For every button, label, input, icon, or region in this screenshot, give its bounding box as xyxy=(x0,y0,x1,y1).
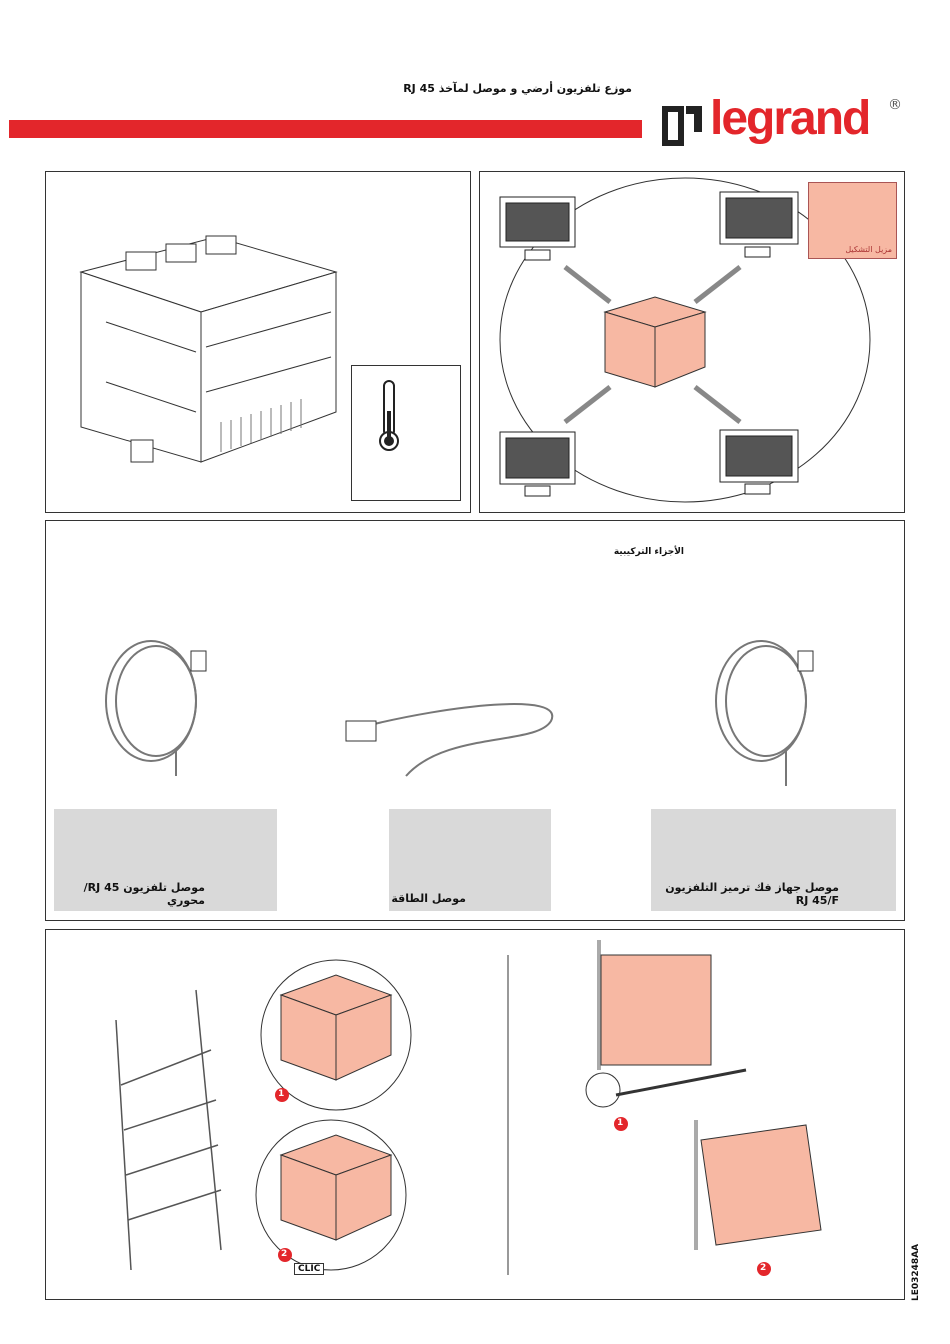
components-panel: الأجزاء التركيبية موصل تلفزيون RJ 45/محو… xyxy=(45,520,905,921)
registered-mark: ® xyxy=(888,97,902,113)
rj45-plug-icon-left xyxy=(191,651,206,671)
step1-number: 1 xyxy=(278,1089,284,1099)
removal-step2-number: 2 xyxy=(760,1263,766,1273)
temperature-box xyxy=(351,365,461,501)
tv-bottom-right xyxy=(720,430,798,494)
clic-label: CLIC xyxy=(294,1263,324,1275)
part-label-decoder: موصل جهاز فك ترميز التلفزيون RJ 45/F xyxy=(651,881,839,907)
power-cable xyxy=(366,704,552,776)
coax-cable-left xyxy=(106,641,196,776)
legrand-symbol-icon xyxy=(658,102,706,152)
step2-number: 2 xyxy=(281,1249,287,1259)
document-code: LE03248AA xyxy=(905,1240,925,1300)
document-code-text: LE03248AA xyxy=(911,1239,921,1301)
tv-top-left xyxy=(500,197,575,260)
device-panel xyxy=(45,171,471,513)
release-circle xyxy=(586,1073,620,1107)
screwdriver-icon xyxy=(616,1070,746,1095)
config-label: مزيل التشكيل xyxy=(845,245,892,254)
din-rail-frame xyxy=(116,990,221,1270)
rj45-plug-icon-right xyxy=(798,651,813,671)
tv-top-right xyxy=(720,192,798,257)
mounting-illustration xyxy=(46,930,904,1299)
part-box-coax: موصل تلفزيون RJ 45/محوري xyxy=(54,809,277,911)
header-red-bar xyxy=(9,120,642,138)
parts-heading: الأجزاء التركيبية xyxy=(614,547,684,557)
legrand-logo: legrand ® xyxy=(658,97,908,157)
tv-bottom-left xyxy=(500,432,575,496)
device-removal-2 xyxy=(701,1125,821,1245)
coax-cable-right xyxy=(716,641,806,786)
part-label-power: موصل الطاقة xyxy=(391,892,466,905)
document-title: موزع تلفزيون أرضي و موصل لمآخذ RJ 45 xyxy=(380,82,632,95)
central-device xyxy=(605,297,705,387)
mounting-panel: 1 2 CLIC 1 2 xyxy=(45,929,905,1300)
config-box: مزيل التشكيل xyxy=(808,182,897,259)
removal-step1-number: 1 xyxy=(617,1118,623,1128)
part-label-coax: موصل تلفزيون RJ 45/محوري xyxy=(54,881,205,907)
device-removal-1 xyxy=(601,955,711,1065)
thermometer-icon xyxy=(352,366,460,500)
distribution-panel: مزيل التشكيل xyxy=(479,171,905,513)
cables-illustration xyxy=(46,621,904,821)
part-box-power: موصل الطاقة xyxy=(389,809,551,911)
power-plug-icon xyxy=(346,721,376,741)
brand-name: legrand xyxy=(710,91,869,146)
part-box-decoder: موصل جهاز فك ترميز التلفزيون RJ 45/F xyxy=(651,809,896,911)
